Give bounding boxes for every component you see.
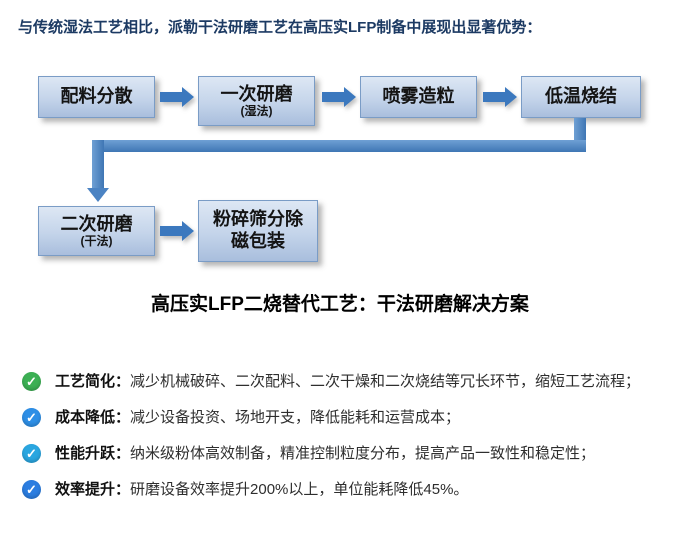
flow-box-spray-granulation: 喷雾造粒 xyxy=(360,76,477,118)
benefit-body: 减少机械破碎、二次配料、二次干燥和二次烧结等冗长环节，缩短工艺流程； xyxy=(130,373,641,390)
flow-box-label: 低温烧结 xyxy=(545,86,617,107)
flow-box-sublabel: (湿法) xyxy=(240,104,273,119)
flow-box-label: 一次研磨 xyxy=(220,83,293,104)
benefit-label: 成本降低： xyxy=(55,409,131,426)
flow-box-label: 二次研磨 xyxy=(60,213,133,234)
benefit-label: 性能升跃： xyxy=(55,445,131,462)
elbow-connector-vertical xyxy=(92,140,104,188)
benefit-body: 减少设备投资、场地开支，降低能耗和运营成本； xyxy=(130,409,461,426)
benefit-item: ✓ 工艺简化：减少机械破碎、二次配料、二次干燥和二次烧结等冗长环节，缩短工艺流程… xyxy=(22,366,652,398)
flow-box-label: 粉碎筛分除磁包装 xyxy=(213,209,303,251)
benefit-item: ✓ 成本降低：减少设备投资、场地开支，降低能耗和运营成本； xyxy=(22,402,652,434)
flow-box-label: 配料分散 xyxy=(60,86,133,107)
page-title: 与传统湿法工艺相比，派勒干法研磨工艺在高压实LFP制备中展现出显著优势： xyxy=(18,19,542,36)
arrow-down-icon xyxy=(87,188,109,202)
flow-caption: 高压实LFP二烧替代工艺：干法研磨解决方案 xyxy=(151,294,529,315)
check-circle-icon: ✓ xyxy=(22,372,41,391)
flow-box-first-grinding: 一次研磨 (湿法) xyxy=(198,76,315,126)
benefit-text: 成本降低：减少设备投资、场地开支，降低能耗和运营成本； xyxy=(55,402,652,434)
flow-box-low-temp-sintering: 低温烧结 xyxy=(521,76,641,118)
check-circle-icon: ✓ xyxy=(22,408,41,427)
flow-box-crush-sieve-pack: 粉碎筛分除磁包装 xyxy=(198,200,318,262)
flow-box-batching-dispersion: 配料分散 xyxy=(38,76,155,118)
benefit-text: 工艺简化：减少机械破碎、二次配料、二次干燥和二次烧结等冗长环节，缩短工艺流程； xyxy=(55,366,652,398)
benefit-body: 研磨设备效率提升200%以上，单位能耗降低45%。 xyxy=(130,481,469,498)
elbow-connector-horizontal xyxy=(92,140,586,152)
benefit-text: 性能升跃：纳米级粉体高效制备，精准控制粒度分布，提高产品一致性和稳定性； xyxy=(55,438,652,470)
check-circle-icon: ✓ xyxy=(22,480,41,499)
flow-arrow-right-icon xyxy=(160,221,194,241)
flow-arrow-right-icon xyxy=(160,87,194,107)
benefit-label: 工艺简化： xyxy=(55,373,131,390)
flow-box-second-grinding: 二次研磨 (干法) xyxy=(38,206,155,256)
flow-box-sublabel: (干法) xyxy=(80,234,113,249)
benefit-item: ✓ 效率提升：研磨设备效率提升200%以上，单位能耗降低45%。 xyxy=(22,474,652,506)
benefits-list: ✓ 工艺简化：减少机械破碎、二次配料、二次干燥和二次烧结等冗长环节，缩短工艺流程… xyxy=(22,366,652,510)
benefit-body: 纳米级粉体高效制备，精准控制粒度分布，提高产品一致性和稳定性； xyxy=(130,445,596,462)
flow-arrow-right-icon xyxy=(483,87,517,107)
flow-box-label: 喷雾造粒 xyxy=(382,86,455,107)
benefit-text: 效率提升：研磨设备效率提升200%以上，单位能耗降低45%。 xyxy=(55,474,652,506)
check-circle-icon: ✓ xyxy=(22,444,41,463)
benefit-label: 效率提升： xyxy=(55,481,131,498)
flow-arrow-right-icon xyxy=(322,87,356,107)
benefit-item: ✓ 性能升跃：纳米级粉体高效制备，精准控制粒度分布，提高产品一致性和稳定性； xyxy=(22,438,652,470)
